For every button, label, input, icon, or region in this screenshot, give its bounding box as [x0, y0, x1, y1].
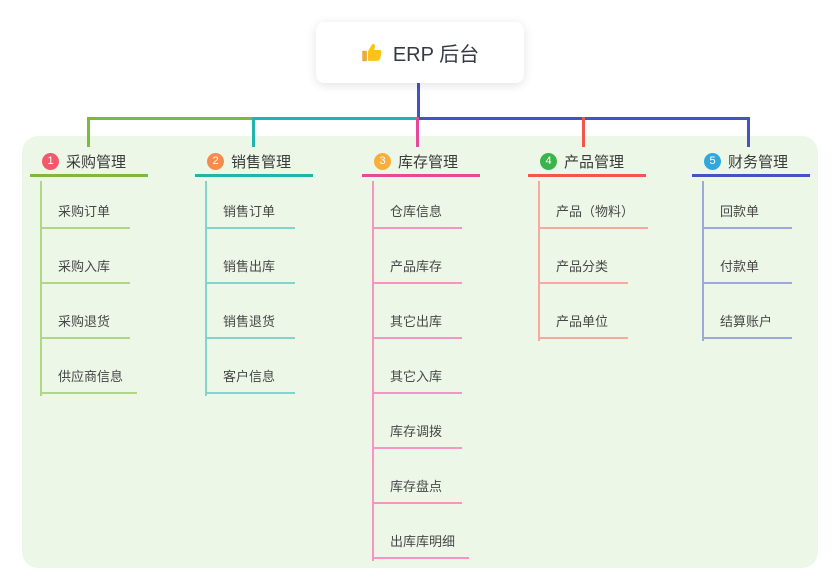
drop-line-product [582, 117, 585, 147]
branch-header-inventory[interactable]: 3 库存管理 [362, 149, 480, 177]
child-node[interactable]: 采购订单 [40, 195, 130, 229]
child-node[interactable]: 采购退货 [40, 305, 130, 339]
branch-spine [205, 181, 207, 396]
branch-spine [40, 181, 42, 396]
child-node[interactable]: 销售订单 [205, 195, 295, 229]
child-node[interactable]: 产品分类 [538, 250, 628, 284]
child-node[interactable]: 产品库存 [372, 250, 462, 284]
child-node[interactable]: 其它入库 [372, 360, 462, 394]
branch-index-badge: 3 [374, 153, 391, 170]
child-node[interactable]: 销售退货 [205, 305, 295, 339]
child-node[interactable]: 仓库信息 [372, 195, 462, 229]
branch-label: 库存管理 [398, 154, 459, 171]
child-node[interactable]: 产品（物料） [538, 195, 649, 229]
child-node[interactable]: 付款单 [702, 250, 792, 284]
branch-header-finance[interactable]: 5 财务管理 [692, 149, 810, 177]
branch-spine [372, 181, 374, 561]
branch-label: 财务管理 [728, 154, 789, 171]
branch-spine [702, 181, 704, 341]
branch-index-badge: 1 [42, 153, 59, 170]
branch-label: 采购管理 [66, 154, 127, 171]
child-node[interactable]: 供应商信息 [40, 360, 138, 394]
branch-header-sales[interactable]: 2 销售管理 [195, 149, 313, 177]
drop-line-purchase [87, 117, 90, 147]
branch-index-badge: 4 [540, 153, 557, 170]
child-node[interactable]: 销售出库 [205, 250, 295, 284]
child-node[interactable]: 库存调拨 [372, 415, 462, 449]
drop-line-finance [747, 117, 750, 147]
thumbs-up-icon [362, 43, 382, 61]
branch-label: 产品管理 [564, 154, 625, 171]
child-node[interactable]: 出库库明细 [372, 525, 470, 559]
child-node[interactable]: 其它出库 [372, 305, 462, 339]
root-label: ERP 后台 [392, 44, 480, 66]
child-node[interactable]: 产品单位 [538, 305, 628, 339]
root-node[interactable]: ERP 后台 [316, 22, 524, 83]
root-trunk-line [417, 83, 420, 120]
branch-header-product[interactable]: 4 产品管理 [528, 149, 646, 177]
child-node[interactable]: 回款单 [702, 195, 792, 229]
child-node[interactable]: 库存盘点 [372, 470, 462, 504]
branch-index-badge: 5 [704, 153, 721, 170]
branches-panel [22, 136, 818, 568]
drop-line-inventory [416, 117, 419, 147]
branch-header-purchase[interactable]: 1 采购管理 [30, 149, 148, 177]
child-node[interactable]: 采购入库 [40, 250, 130, 284]
branch-index-badge: 2 [207, 153, 224, 170]
bus-line-sales [252, 117, 418, 120]
child-node[interactable]: 结算账户 [702, 305, 792, 339]
branch-spine [538, 181, 540, 341]
drop-line-sales [252, 117, 255, 147]
branch-label: 销售管理 [231, 154, 292, 171]
child-node[interactable]: 客户信息 [205, 360, 295, 394]
